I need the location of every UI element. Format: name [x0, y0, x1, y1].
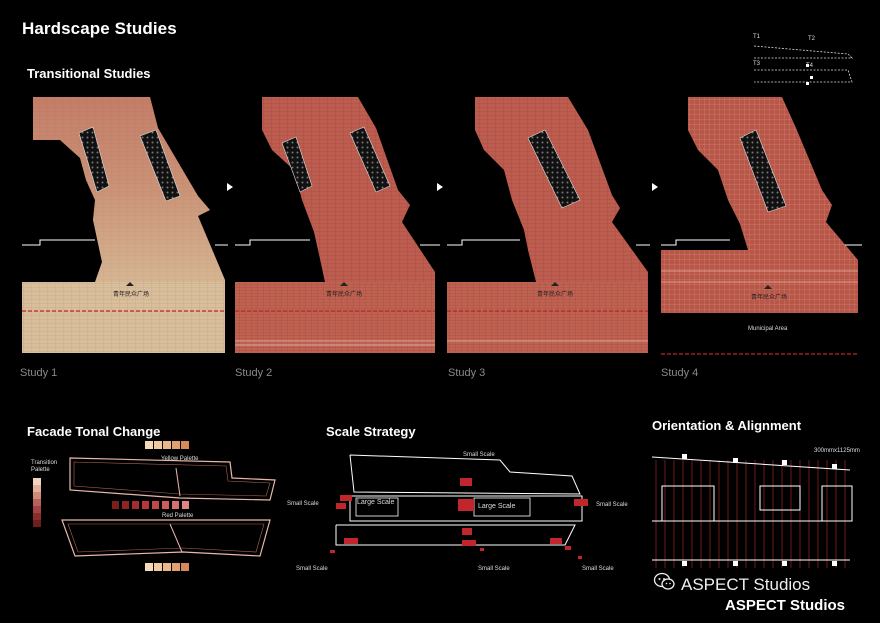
small-scale-label-6: Small Scale — [582, 566, 614, 572]
yellow-swatch-bottom-0 — [145, 563, 153, 571]
yellow-swatch-top-1 — [154, 441, 162, 449]
small-scale-label-1: Small Scale — [463, 452, 495, 458]
section-title-transitional: Transitional Studies — [27, 66, 151, 81]
key-map — [753, 45, 853, 85]
study-4-caption: 青年民众广场 — [751, 295, 788, 301]
study-4-area-caption: Municipal Area — [748, 326, 788, 332]
small-scale-label-3: Small Scale — [596, 502, 628, 508]
key-t2: T2 — [808, 36, 816, 42]
study-4-label: Study 4 — [661, 367, 699, 379]
red-swatch-6 — [172, 501, 179, 509]
section-title-scale: Scale Strategy — [326, 424, 416, 439]
small-scale-label-2: Small Scale — [287, 501, 319, 507]
study-2-label: Study 2 — [235, 367, 273, 379]
red-swatch-3 — [142, 501, 149, 509]
key-t3: T3 — [753, 61, 761, 67]
red-swatch-0 — [112, 501, 119, 509]
yellow-swatch-bottom-2 — [163, 563, 171, 571]
yellow-palette-label: Yellow Palette — [161, 456, 199, 462]
study-3-plan — [447, 97, 650, 353]
red-swatch-4 — [152, 501, 159, 509]
red-swatch-2 — [132, 501, 139, 509]
red-swatch-7 — [182, 501, 189, 509]
transition-swatch-6 — [33, 520, 41, 527]
orientation-diagram — [651, 454, 853, 568]
large-scale-label-1: Large Scale — [357, 499, 395, 506]
transition-swatches — [33, 478, 41, 527]
yellow-swatch-top-3 — [172, 441, 180, 449]
arrow-3-icon — [652, 183, 658, 191]
study-1-plan — [22, 97, 228, 353]
transition-swatch-3 — [33, 499, 41, 506]
key-t4: T4 — [806, 63, 814, 69]
transition-swatch-5 — [33, 513, 41, 520]
study-1-caption: 青年民众广场 — [113, 292, 150, 298]
transition-palette-label: Transition Palette — [31, 460, 58, 473]
transition-swatch-1 — [33, 485, 41, 492]
study-plans — [22, 97, 862, 355]
red-swatch-5 — [162, 501, 169, 509]
yellow-swatch-top-4 — [181, 441, 189, 449]
yellow-swatch-bottom-4 — [181, 563, 189, 571]
small-scale-label-4: Small Scale — [296, 566, 328, 572]
yellow-swatch-top-2 — [163, 441, 171, 449]
red-swatches — [112, 501, 189, 509]
facade-diagram — [61, 457, 276, 557]
section-title-orientation: Orientation & Alignment — [652, 418, 802, 433]
brand-watermark: ASPECT Studios — [681, 575, 811, 594]
study-4-plan — [661, 97, 862, 355]
study-1-label: Study 1 — [20, 367, 58, 379]
scale-diagram — [330, 454, 588, 559]
yellow-swatches-bottom — [145, 563, 189, 571]
red-swatch-1 — [122, 501, 129, 509]
yellow-swatch-bottom-3 — [172, 563, 180, 571]
yellow-swatch-bottom-1 — [154, 563, 162, 571]
key-t1: T1 — [753, 34, 761, 40]
dimension-label: 300mmx1125mm — [814, 448, 860, 454]
transition-swatch-0 — [33, 478, 41, 485]
arrow-1-icon — [227, 183, 233, 191]
large-scale-label-2: Large Scale — [478, 503, 516, 510]
brand-name: ASPECT Studios — [725, 597, 846, 614]
section-title-facade: Facade Tonal Change — [27, 424, 161, 439]
yellow-swatch-top-0 — [145, 441, 153, 449]
study-3-caption: 青年民众广场 — [537, 292, 574, 298]
arrow-2-icon — [437, 183, 443, 191]
small-scale-label-5: Small Scale — [478, 566, 510, 572]
study-2-plan — [235, 97, 440, 353]
study-2-caption: 青年民众广场 — [326, 292, 363, 298]
page-title: Hardscape Studies — [22, 19, 177, 38]
study-3-label: Study 3 — [448, 367, 486, 379]
transition-swatch-4 — [33, 506, 41, 513]
wechat-icon — [653, 572, 675, 590]
red-palette-label: Red Palette — [162, 513, 194, 519]
yellow-swatches-top — [145, 441, 189, 449]
transition-swatch-2 — [33, 492, 41, 499]
